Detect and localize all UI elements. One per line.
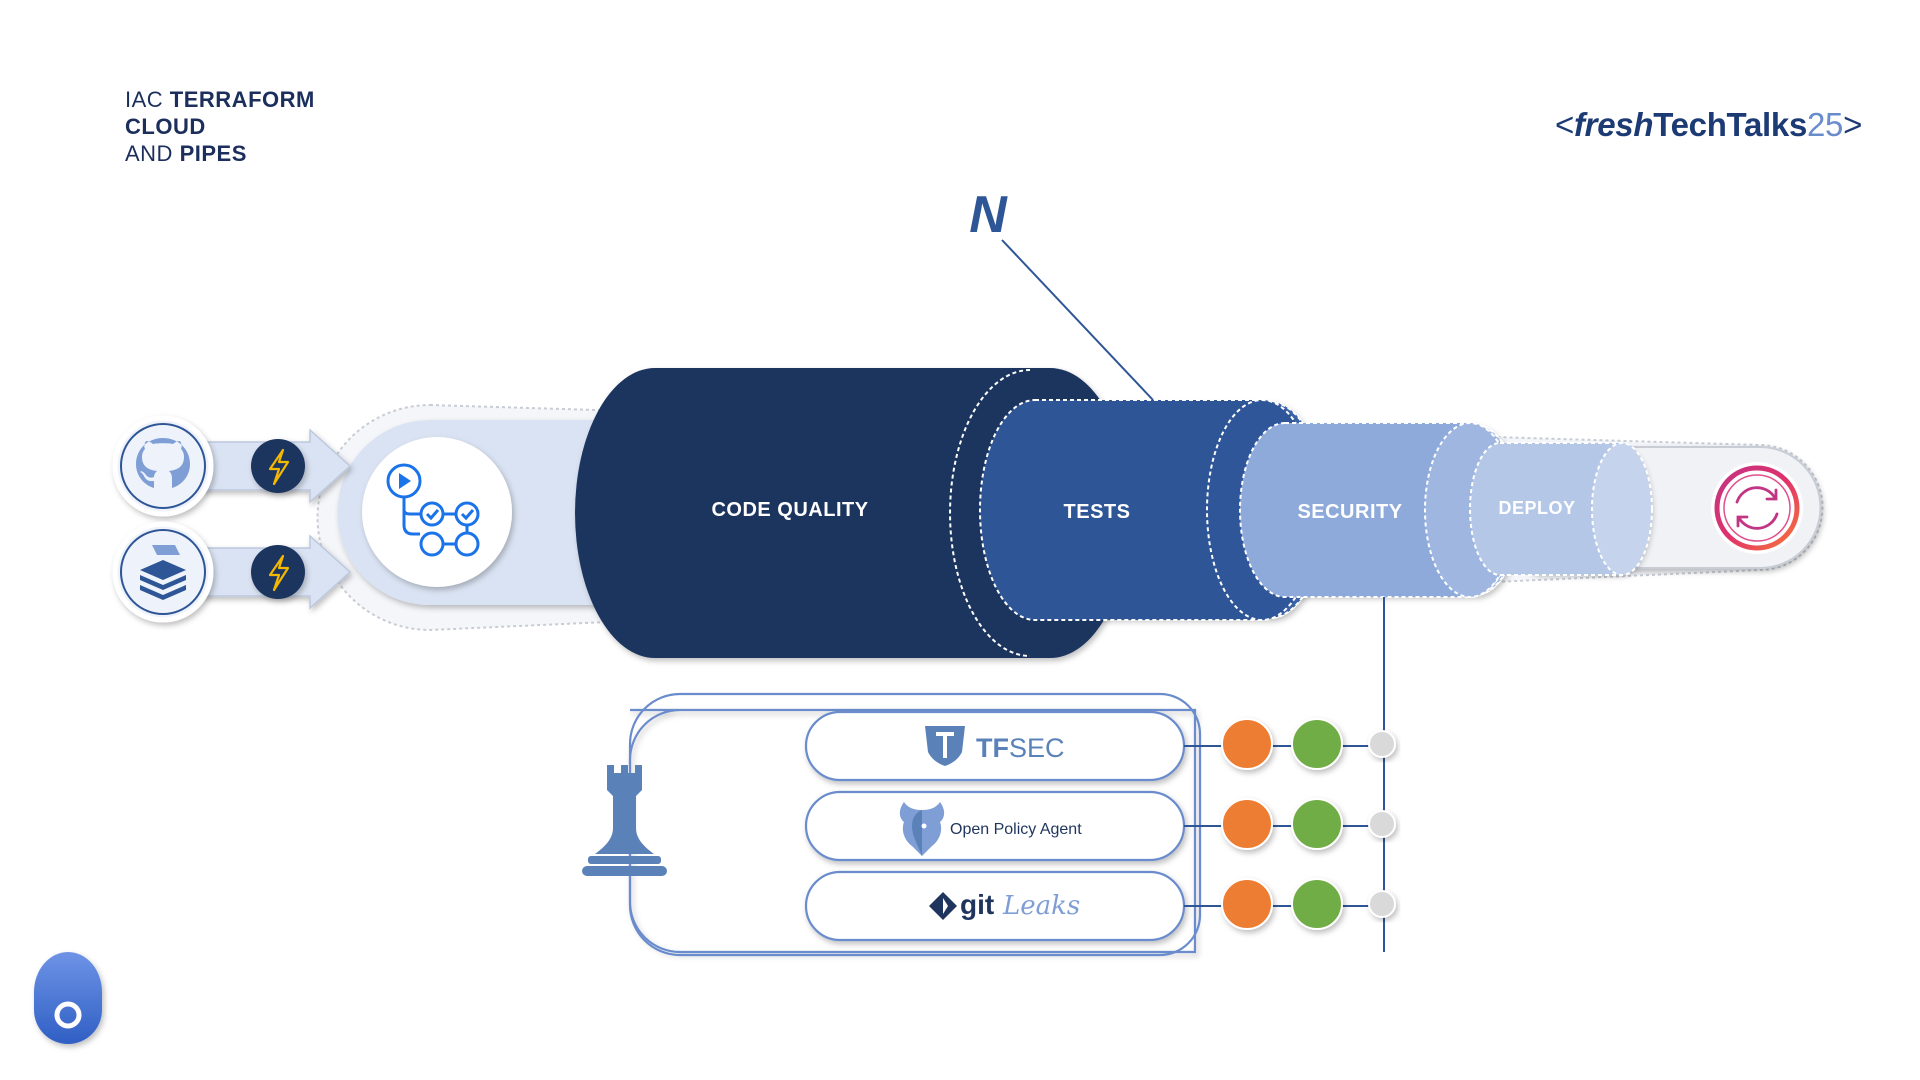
- label-code-quality: CODE QUALITY: [711, 499, 868, 521]
- status-idle-dot: [1368, 810, 1396, 838]
- status-idle-dot: [1368, 890, 1396, 918]
- label-tests: TESTS: [1064, 501, 1131, 523]
- label-deploy: DEPLOY: [1498, 498, 1575, 518]
- gitleaks-git-label: git: [960, 889, 994, 920]
- status-fail-dot: [1221, 798, 1273, 850]
- brand-close: >: [1843, 106, 1863, 143]
- opa-label: Open Policy Agent: [950, 821, 1082, 838]
- gitleaks-leaks-label: Leaks: [1002, 891, 1080, 921]
- status-pass-dot: [1291, 798, 1343, 850]
- brand-open: <: [1555, 106, 1574, 143]
- title-prefix: IAC: [125, 87, 170, 112]
- title-terraform: TERRAFORM: [169, 87, 315, 112]
- tool-row-tfsec[interactable]: TFSEC: [804, 710, 1396, 782]
- label-security: SECURITY: [1297, 501, 1402, 523]
- status-fail-dot: [1221, 718, 1273, 770]
- tool-row-gitleaks[interactable]: git Leaks: [804, 870, 1396, 942]
- tfsec-shield-icon: [925, 726, 965, 766]
- brand-year: 25: [1807, 106, 1844, 143]
- tfsec-suffix: SEC: [1009, 733, 1065, 763]
- pipeline-workflow-node[interactable]: [362, 437, 512, 587]
- tfsec-label: TFSEC: [976, 733, 1065, 763]
- status-pass-dot: [1291, 718, 1343, 770]
- stage-deploy-front: [1469, 442, 1653, 576]
- github-source[interactable]: [112, 415, 214, 517]
- n-label: N: [969, 186, 1008, 244]
- brand-tech: TechTalks: [1653, 106, 1807, 143]
- status-idle-dot: [1368, 730, 1396, 758]
- title-and: AND: [125, 141, 180, 166]
- stacked-layers-icon: [140, 545, 186, 600]
- status-fail-dot: [1221, 878, 1273, 930]
- github-icon: [136, 438, 190, 488]
- refresh-icon: [1735, 486, 1779, 530]
- layers-source[interactable]: [112, 521, 214, 623]
- status-pass-dot: [1291, 878, 1343, 930]
- opa-viking-icon: [899, 802, 945, 856]
- n-pointer-line: [1001, 239, 1154, 401]
- lightning-icon: [268, 554, 290, 592]
- title-cloud: CLOUD: [125, 114, 206, 139]
- deploy-refresh-node[interactable]: [1711, 462, 1803, 554]
- gitleaks-diamond-icon: [929, 892, 957, 920]
- brand-logo: <freshTechTalks25>: [1555, 106, 1862, 144]
- trigger-1: [251, 439, 305, 493]
- tool-row-opa[interactable]: Open Policy Agent: [804, 790, 1396, 862]
- workflow-icon: [386, 463, 480, 557]
- brand-fresh: fresh: [1573, 106, 1654, 143]
- trigger-2: [251, 545, 305, 599]
- floating-assistant-bubble[interactable]: [34, 952, 102, 1044]
- ring-icon: [54, 1001, 82, 1029]
- slide-title: IAC TERRAFORM CLOUD AND PIPES: [125, 86, 315, 167]
- tfsec-prefix: TF: [976, 733, 1009, 763]
- security-tools-panel: [628, 692, 1202, 957]
- lightning-icon: [268, 448, 290, 486]
- stage-code-quality: [575, 368, 1130, 658]
- title-pipes: PIPES: [179, 141, 247, 166]
- rook-icon: [582, 765, 667, 876]
